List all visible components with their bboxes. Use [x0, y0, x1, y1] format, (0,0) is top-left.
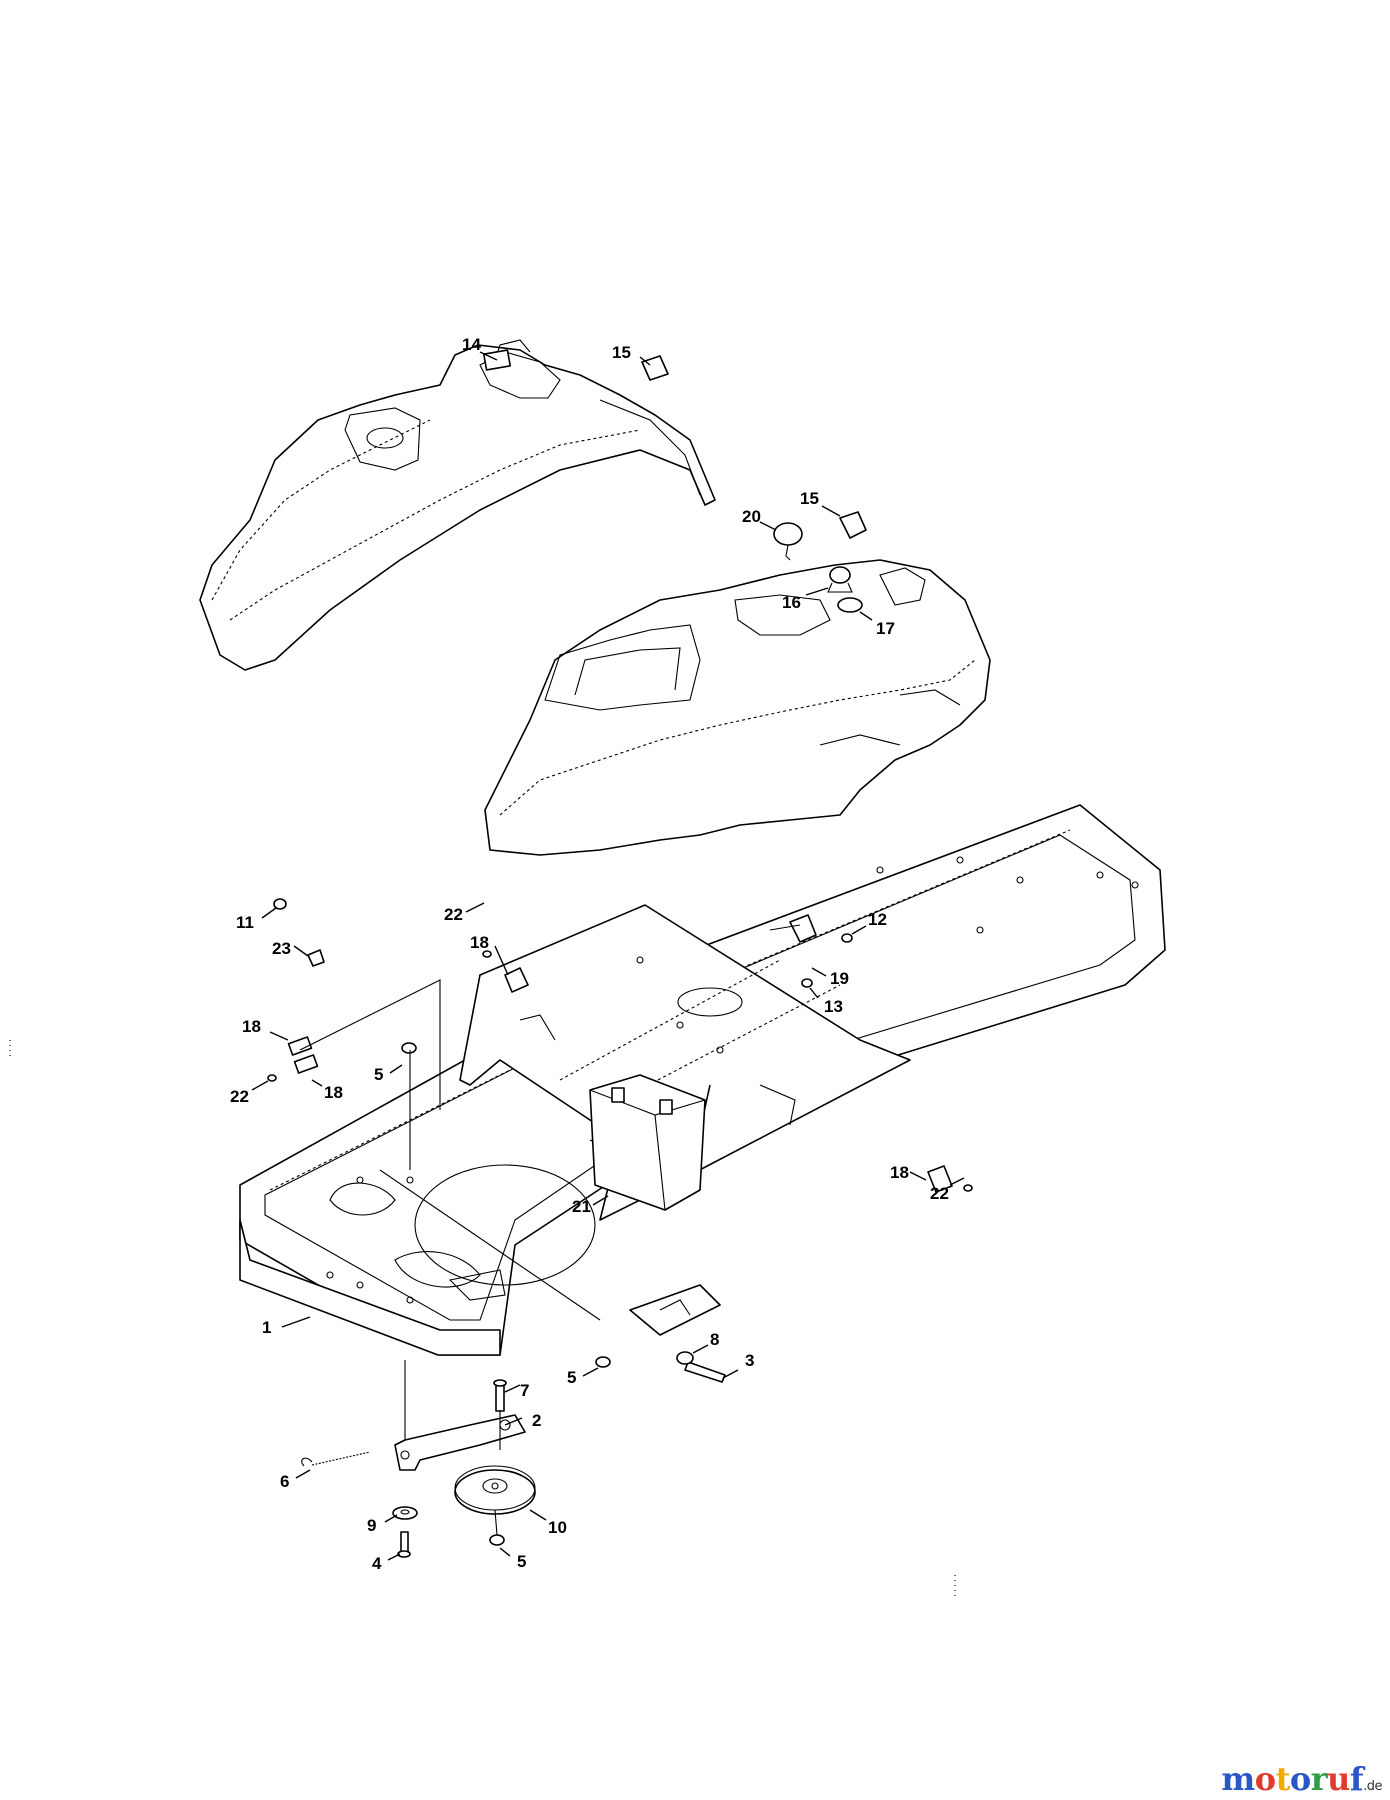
callout-3: 3 — [745, 1351, 754, 1370]
dash-console-body — [484, 559, 991, 856]
ignition-key — [773, 522, 803, 561]
watermark-letter: t — [1275, 1760, 1291, 1798]
extension-spring — [301, 1451, 371, 1467]
hex-nut-lower — [489, 1534, 505, 1546]
screw-22c — [963, 1184, 973, 1192]
hex-nut-frame — [401, 1042, 417, 1054]
callout-2: 2 — [532, 1411, 541, 1430]
callout-15b: 15 — [800, 489, 819, 508]
watermark-letter: u — [1327, 1760, 1350, 1798]
callout-17: 17 — [876, 619, 895, 638]
callout-9: 9 — [367, 1516, 376, 1535]
hex-nut-front — [595, 1356, 611, 1368]
pto-switch — [839, 511, 867, 539]
clip-23 — [307, 949, 325, 967]
carriage-bolt — [676, 1351, 726, 1383]
bracket-right — [927, 1165, 953, 1193]
callout-11: 11 — [236, 913, 254, 932]
watermark-letter: o — [1254, 1760, 1276, 1798]
rear-fender-body — [199, 339, 716, 671]
nut-13 — [801, 978, 813, 988]
battery — [589, 1074, 706, 1211]
callout-21: 21 — [572, 1197, 591, 1216]
watermark-letter: m — [1221, 1760, 1255, 1798]
watermark-letter: f — [1349, 1760, 1364, 1798]
assembly-lines — [299, 979, 501, 1536]
callout-22b: 22 — [230, 1087, 249, 1106]
screw-11 — [273, 898, 287, 910]
watermark-letter: r — [1310, 1760, 1328, 1798]
shoulder-bolt — [493, 1379, 507, 1412]
callout-7: 7 — [520, 1381, 529, 1400]
idler-arm — [394, 1414, 526, 1471]
idler-pulley — [454, 1465, 536, 1515]
callout-16: 16 — [782, 593, 801, 612]
callout-1: 1 — [262, 1318, 271, 1337]
flat-washer — [392, 1506, 418, 1520]
watermark-letter: o — [1289, 1760, 1311, 1798]
callout-12: 12 — [868, 910, 887, 929]
callout-22a: 22 — [444, 905, 463, 924]
watermark-tld: .de — [1363, 1779, 1382, 1794]
screw-12 — [841, 933, 853, 943]
front-bracket — [629, 1284, 721, 1336]
bracket-left — [287, 1036, 319, 1074]
callout-22c: 22 — [930, 1184, 949, 1203]
callout-4: 4 — [372, 1554, 382, 1573]
callout-19: 19 — [830, 969, 849, 988]
callout-10: 10 — [548, 1518, 567, 1537]
callout-8: 8 — [710, 1330, 719, 1349]
callout-23: 23 — [272, 939, 291, 958]
callout-20: 20 — [742, 507, 761, 526]
callout-6: 6 — [280, 1472, 289, 1491]
callout-18b: 18 — [242, 1017, 261, 1036]
hex-bolt — [397, 1531, 411, 1558]
screw-22b — [267, 1074, 277, 1082]
bracket-upper — [504, 967, 529, 993]
rear-switch — [641, 355, 669, 381]
callout-14: 14 — [462, 335, 481, 354]
callout-18a: 18 — [470, 933, 489, 952]
callout-18d: 18 — [890, 1163, 909, 1182]
watermark-logo: motoruf.de — [1221, 1760, 1382, 1798]
callout-18c: 18 — [324, 1083, 343, 1102]
callout-5b: 5 — [567, 1368, 576, 1387]
callout-5c: 5 — [517, 1552, 526, 1571]
screw-22a — [482, 950, 492, 958]
callout-15a: 15 — [612, 343, 631, 362]
choke-knob — [827, 566, 853, 593]
callout-5a: 5 — [374, 1065, 383, 1084]
ignition-switch-bezel — [837, 597, 863, 613]
seat-switch-bracket — [769, 914, 817, 943]
callout-13: 13 — [824, 997, 843, 1016]
callouts: 1 2 3 4 5 5 5 6 7 8 9 10 11 12 13 14 15 — [230, 335, 965, 1573]
